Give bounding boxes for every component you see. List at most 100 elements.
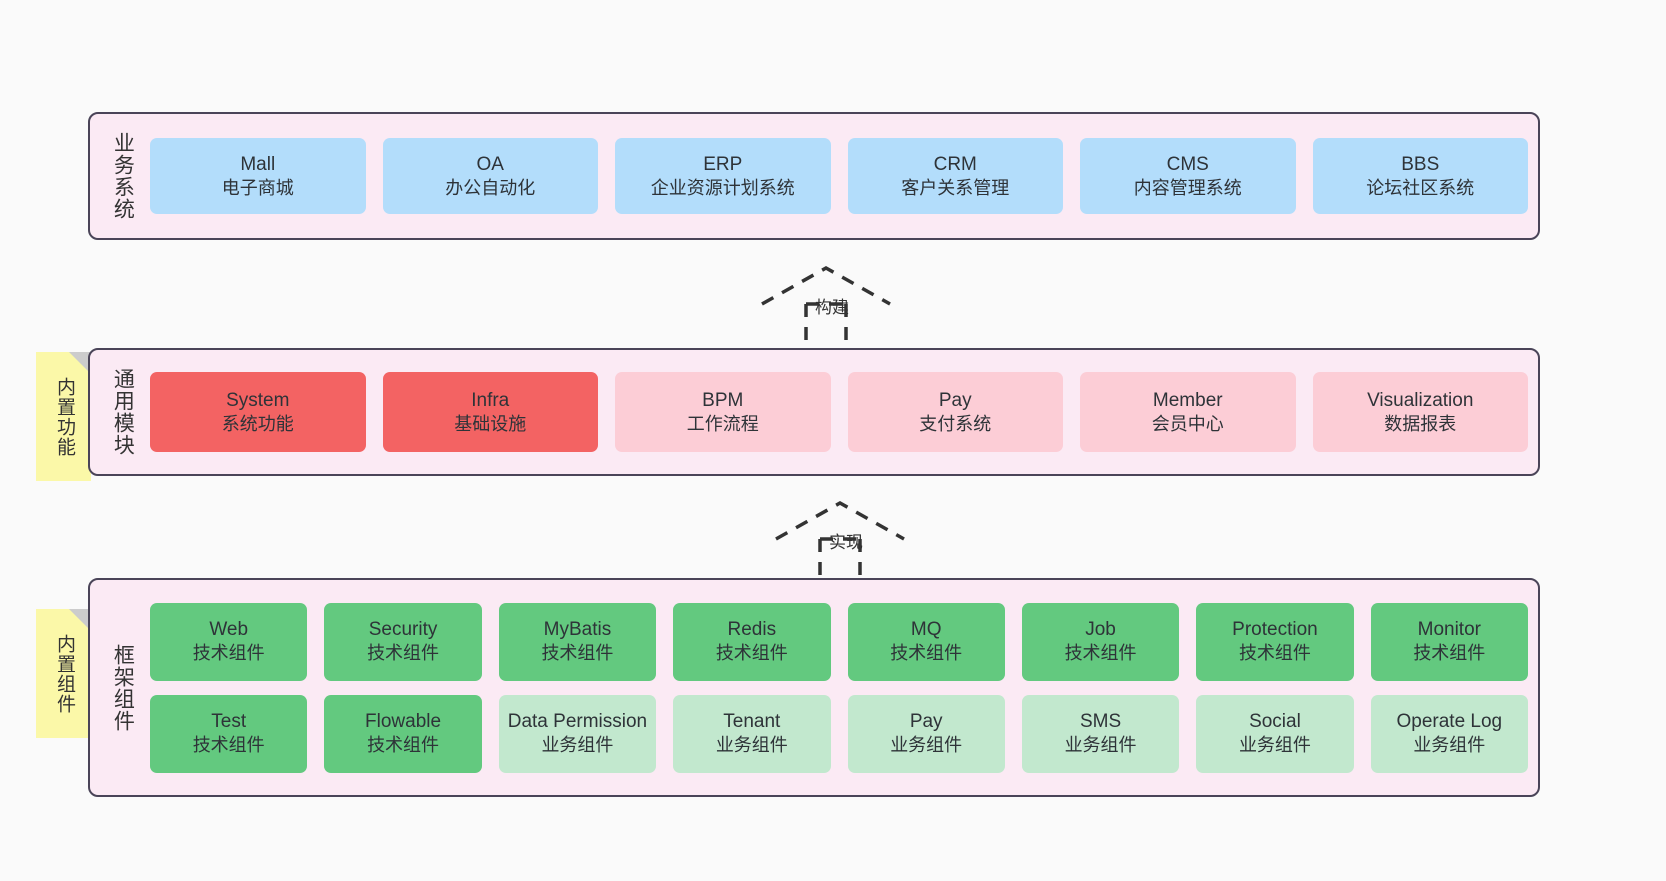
implement-arrow-icon: [775, 500, 905, 587]
card-title: Redis: [727, 619, 777, 641]
card-title: Infra: [471, 389, 510, 411]
note-builtin-components[interactable]: 内置组件: [36, 609, 91, 738]
layer-common-modules-body: System 系统功能 Infra 基础设施 BPM 工作流程 Pay 支付系统…: [144, 358, 1528, 466]
relation-implement-label: 实现: [829, 533, 863, 552]
card-subtitle: 业务组件: [1413, 735, 1486, 756]
card-protection[interactable]: Protection 技术组件: [1196, 602, 1354, 681]
relation-build: 构建: [752, 252, 932, 352]
card-subtitle: 技术组件: [715, 643, 788, 664]
card-title: Pay: [909, 711, 943, 733]
card-title: Web: [209, 619, 249, 641]
card-subtitle: 数据报表: [1384, 413, 1457, 434]
card-bpm[interactable]: BPM 工作流程: [615, 372, 831, 452]
card-data-permission[interactable]: Data Permission 业务组件: [498, 694, 657, 773]
card-bbs[interactable]: BBS 论坛社区系统: [1312, 138, 1528, 214]
card-title: CRM: [933, 153, 977, 175]
card-subtitle: 技术组件: [1413, 643, 1486, 664]
card-title: SMS: [1079, 711, 1122, 733]
layer-framework-components-label: 框架组件: [111, 643, 135, 732]
card-web[interactable]: Web 技术组件: [150, 602, 308, 681]
layer-common-modules-label: 通用模块: [111, 368, 135, 456]
layer-business-system-label: 业务系统: [111, 132, 135, 220]
card-title: Mall: [240, 153, 276, 175]
note-label: 内置组件: [53, 633, 75, 714]
card-tenant[interactable]: Tenant 业务组件: [673, 694, 831, 773]
card-subtitle: 客户关系管理: [901, 177, 1010, 198]
card-subtitle: 业务组件: [715, 735, 788, 756]
card-redis[interactable]: Redis 技术组件: [673, 602, 831, 681]
card-pay-business[interactable]: Pay 业务组件: [847, 694, 1005, 773]
card-subtitle: 技术组件: [192, 735, 265, 756]
card-subtitle: 系统功能: [221, 413, 294, 434]
card-subtitle: 论坛社区系统: [1366, 177, 1475, 198]
card-title: Protection: [1232, 619, 1318, 641]
card-title: Member: [1152, 389, 1223, 411]
build-arrow-icon: [761, 265, 891, 352]
card-title: Job: [1085, 619, 1116, 641]
card-erp[interactable]: ERP 企业资源计划系统: [615, 138, 831, 214]
card-subtitle: 办公自动化: [445, 177, 536, 198]
card-job[interactable]: Job 技术组件: [1021, 602, 1180, 681]
card-subtitle: 基础设施: [454, 413, 527, 434]
card-title: Security: [368, 619, 438, 641]
card-system[interactable]: System 系统功能: [150, 372, 366, 452]
card-subtitle: 业务组件: [890, 735, 963, 756]
card-subtitle: 技术组件: [541, 643, 614, 664]
card-cms[interactable]: CMS 内容管理系统: [1080, 138, 1296, 214]
card-title: BBS: [1401, 153, 1440, 175]
card-title: OA: [476, 153, 504, 175]
card-title: Data Permission: [507, 711, 648, 733]
layer-framework-components[interactable]: 框架组件 Web 技术组件 Security 技术组件 MyBatis 技术组件…: [88, 578, 1540, 797]
card-pay[interactable]: Pay 支付系统: [847, 372, 1063, 452]
card-subtitle: 技术组件: [367, 735, 440, 756]
layer-business-system[interactable]: 业务系统 Mall 电子商城 OA 办公自动化 ERP 企业资源计划系统 CRM…: [88, 112, 1540, 240]
card-row: System 系统功能 Infra 基础设施 BPM 工作流程 Pay 支付系统…: [150, 372, 1528, 452]
card-subtitle: 技术组件: [1064, 643, 1137, 664]
card-subtitle: 技术组件: [192, 643, 265, 664]
card-subtitle: 企业资源计划系统: [650, 177, 795, 198]
card-operate-log[interactable]: Operate Log 业务组件: [1370, 694, 1528, 773]
card-oa[interactable]: OA 办公自动化: [382, 138, 598, 214]
card-subtitle: 业务组件: [1064, 735, 1137, 756]
note-label: 内置功能: [53, 376, 75, 457]
card-row: Test 技术组件 Flowable 技术组件 Data Permission …: [150, 694, 1528, 773]
card-member[interactable]: Member 会员中心: [1080, 372, 1296, 452]
card-title: Operate Log: [1396, 711, 1503, 733]
layer-common-modules[interactable]: 通用模块 System 系统功能 Infra 基础设施 BPM 工作流程 Pay…: [88, 348, 1540, 476]
card-row: Web 技术组件 Security 技术组件 MyBatis 技术组件 Redi…: [150, 602, 1528, 681]
card-title: Visualization: [1367, 389, 1474, 411]
card-subtitle: 技术组件: [890, 643, 963, 664]
card-title: Tenant: [723, 711, 781, 733]
card-visualization[interactable]: Visualization 数据报表: [1312, 372, 1528, 452]
note-builtin-functions[interactable]: 内置功能: [36, 352, 91, 481]
layer-framework-components-body: Web 技术组件 Security 技术组件 MyBatis 技术组件 Redi…: [144, 588, 1528, 787]
card-mybatis[interactable]: MyBatis 技术组件: [498, 602, 657, 681]
card-social[interactable]: Social 业务组件: [1196, 694, 1354, 773]
card-title: MyBatis: [543, 619, 612, 641]
card-mall[interactable]: Mall 电子商城: [150, 138, 366, 214]
card-title: Test: [211, 711, 247, 733]
card-subtitle: 工作流程: [686, 413, 759, 434]
card-title: Flowable: [365, 711, 442, 733]
card-monitor[interactable]: Monitor 技术组件: [1370, 602, 1528, 681]
card-subtitle: 技术组件: [367, 643, 440, 664]
card-crm[interactable]: CRM 客户关系管理: [847, 138, 1063, 214]
card-flowable[interactable]: Flowable 技术组件: [324, 694, 482, 773]
card-subtitle: 支付系统: [919, 413, 992, 434]
card-mq[interactable]: MQ 技术组件: [847, 602, 1005, 681]
card-row: Mall 电子商城 OA 办公自动化 ERP 企业资源计划系统 CRM 客户关系…: [150, 138, 1528, 214]
card-test[interactable]: Test 技术组件: [150, 694, 308, 773]
note-fold-icon: [69, 352, 91, 374]
card-title: Monitor: [1417, 619, 1481, 641]
card-title: Pay: [938, 389, 972, 411]
card-title: MQ: [910, 619, 942, 641]
card-security[interactable]: Security 技术组件: [324, 602, 482, 681]
card-subtitle: 电子商城: [221, 177, 294, 198]
card-subtitle: 业务组件: [1238, 735, 1311, 756]
card-title: BPM: [702, 389, 744, 411]
note-fold-icon: [69, 609, 91, 631]
card-infra[interactable]: Infra 基础设施: [382, 372, 598, 452]
card-sms[interactable]: SMS 业务组件: [1021, 694, 1180, 773]
card-subtitle: 技术组件: [1238, 643, 1311, 664]
